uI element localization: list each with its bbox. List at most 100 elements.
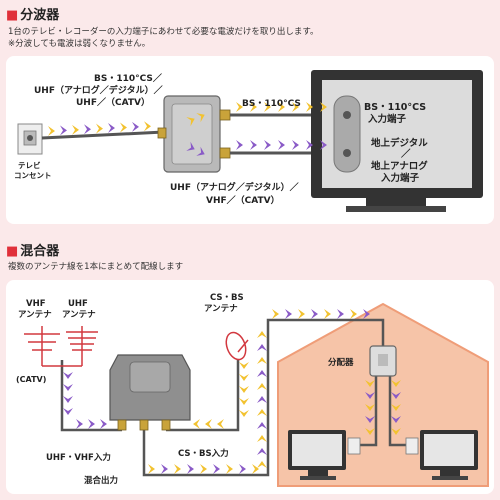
vhf-antenna-label-1: VHF — [26, 299, 46, 309]
section2-description: 複数のアンテナ線を1本にまとめて配線します — [8, 262, 184, 272]
signal-arrow — [363, 309, 370, 319]
signal-arrow — [148, 464, 155, 474]
bs-antenna-label-2: アンテナ — [204, 304, 238, 314]
signal-arrow — [196, 113, 205, 123]
mixed-output-cable — [142, 318, 385, 477]
signal-arrow — [144, 121, 151, 132]
signal-arrow — [264, 140, 271, 150]
vhf-antenna-label-2: アンテナ — [18, 310, 52, 320]
signal-arrow — [72, 124, 79, 135]
signal-arrow — [264, 102, 271, 112]
signal-arrow — [239, 410, 249, 417]
signal-arrow — [63, 396, 73, 403]
mixer-icon — [109, 354, 191, 431]
signal-arrow — [120, 122, 127, 133]
signal-arrow — [278, 140, 285, 150]
signal-arrow — [298, 309, 305, 319]
catv-label: (CATV) — [16, 375, 46, 384]
signal-arrow — [236, 140, 243, 150]
signal-arrow — [306, 140, 313, 150]
splitter-diagram: BS・110°CS／ UHF（アナログ／デジタル）／ UHF／（CATV） テレ… — [14, 70, 483, 212]
signal-arrow — [132, 121, 139, 132]
signal-arrow — [257, 435, 267, 442]
signal-arrow — [76, 419, 83, 429]
signal-arrow — [239, 398, 249, 405]
signal-arrow — [187, 464, 194, 474]
signal-arrow — [365, 380, 375, 387]
signal-arrow — [174, 464, 181, 474]
signal-arrow — [257, 331, 267, 338]
signal-arrow — [239, 464, 246, 474]
bs-signal-arrows — [236, 102, 327, 112]
tv-terr-label-1: 地上デジタル — [371, 137, 428, 149]
signal-arrow — [186, 141, 195, 151]
signal-arrow — [391, 428, 401, 435]
bs-line-label: BS・110°CS — [242, 99, 301, 109]
tv-terr-label-3: 地上アナログ — [371, 160, 428, 172]
signal-arrow — [257, 396, 267, 403]
signal-arrow — [257, 422, 267, 429]
uhf-antenna-label-2: アンテナ — [62, 310, 96, 320]
tv-bs-label-2: 入力端子 — [367, 113, 407, 125]
signal-arrow — [226, 464, 233, 474]
uhf-antenna-icon — [62, 326, 98, 367]
signal-arrow — [257, 370, 267, 377]
tv-terr-label-2: ／ — [401, 148, 411, 160]
tv-terr-label-4: 入力端子 — [380, 172, 420, 184]
signal-arrow — [100, 419, 107, 429]
bs-antenna-icon — [225, 331, 249, 361]
uhf-antenna-label-1: UHF — [68, 299, 88, 309]
signal-arrow — [239, 374, 249, 381]
mixer-diagram: VHF アンテナ UHF アンテナ CS・BS アンテナ (CATV) 分配器 … — [16, 293, 489, 487]
uhf-vhf-input-label: UHF・VHF入力 — [46, 452, 111, 463]
right-tv-icon — [405, 430, 478, 480]
bs-antenna-label-1: CS・BS — [210, 293, 244, 303]
signal-arrow — [365, 392, 375, 399]
signal-arrow — [96, 123, 103, 134]
signal-arrow — [278, 102, 285, 112]
signal-arrow — [60, 125, 67, 136]
signal-arrow — [205, 419, 212, 429]
signal-arrow — [257, 344, 267, 351]
mixer-diagram-panel: VHF アンテナ UHF アンテナ CS・BS アンテナ (CATV) 分配器 … — [6, 280, 494, 494]
signal-arrow — [213, 464, 220, 474]
input-signal-arrows — [48, 121, 151, 137]
signal-arrow — [391, 380, 401, 387]
uhf-line-label-1: UHF（アナログ／デジタル）／ — [170, 181, 299, 193]
signal-arrow — [391, 404, 401, 411]
left-tv-icon — [288, 430, 361, 480]
television-icon — [311, 70, 483, 212]
signal-arrow — [108, 123, 115, 134]
signal-arrow — [337, 309, 344, 319]
signal-arrow — [257, 383, 267, 390]
signal-arrow — [257, 448, 267, 455]
signal-arrow — [239, 386, 249, 393]
signal-arrow — [285, 309, 292, 319]
mixed-output-label: 混合出力 — [84, 475, 118, 486]
section1-title: ■分波器 — [6, 8, 60, 23]
signal-arrow — [365, 416, 375, 423]
signal-arrow — [306, 102, 313, 112]
uhf-line-label-2: VHF／（CATV） — [206, 195, 280, 206]
split-signal-arrows — [186, 113, 205, 156]
splitter-diagram-panel: BS・110°CS／ UHF（アナログ／デジタル）／ UHF／（CATV） テレ… — [6, 56, 494, 224]
signal-arrow — [257, 409, 267, 416]
signal-arrow — [250, 102, 257, 112]
signal-arrow — [250, 140, 257, 150]
input-label-3: UHF／（CATV） — [76, 97, 150, 108]
mixer-signal-arrows — [63, 309, 401, 474]
splitter-icon — [157, 95, 231, 173]
signal-arrow — [63, 372, 73, 379]
signal-arrow — [63, 408, 73, 415]
signal-arrow — [193, 419, 200, 429]
signal-arrow — [324, 309, 331, 319]
signal-arrow — [48, 126, 55, 137]
signal-arrow — [161, 464, 168, 474]
signal-arrow — [292, 102, 299, 112]
signal-arrow — [252, 464, 259, 474]
signal-arrow — [391, 392, 401, 399]
signal-arrow — [217, 419, 224, 429]
signal-arrow — [391, 416, 401, 423]
signal-arrow — [88, 419, 95, 429]
uhf-signal-arrows — [236, 140, 327, 150]
